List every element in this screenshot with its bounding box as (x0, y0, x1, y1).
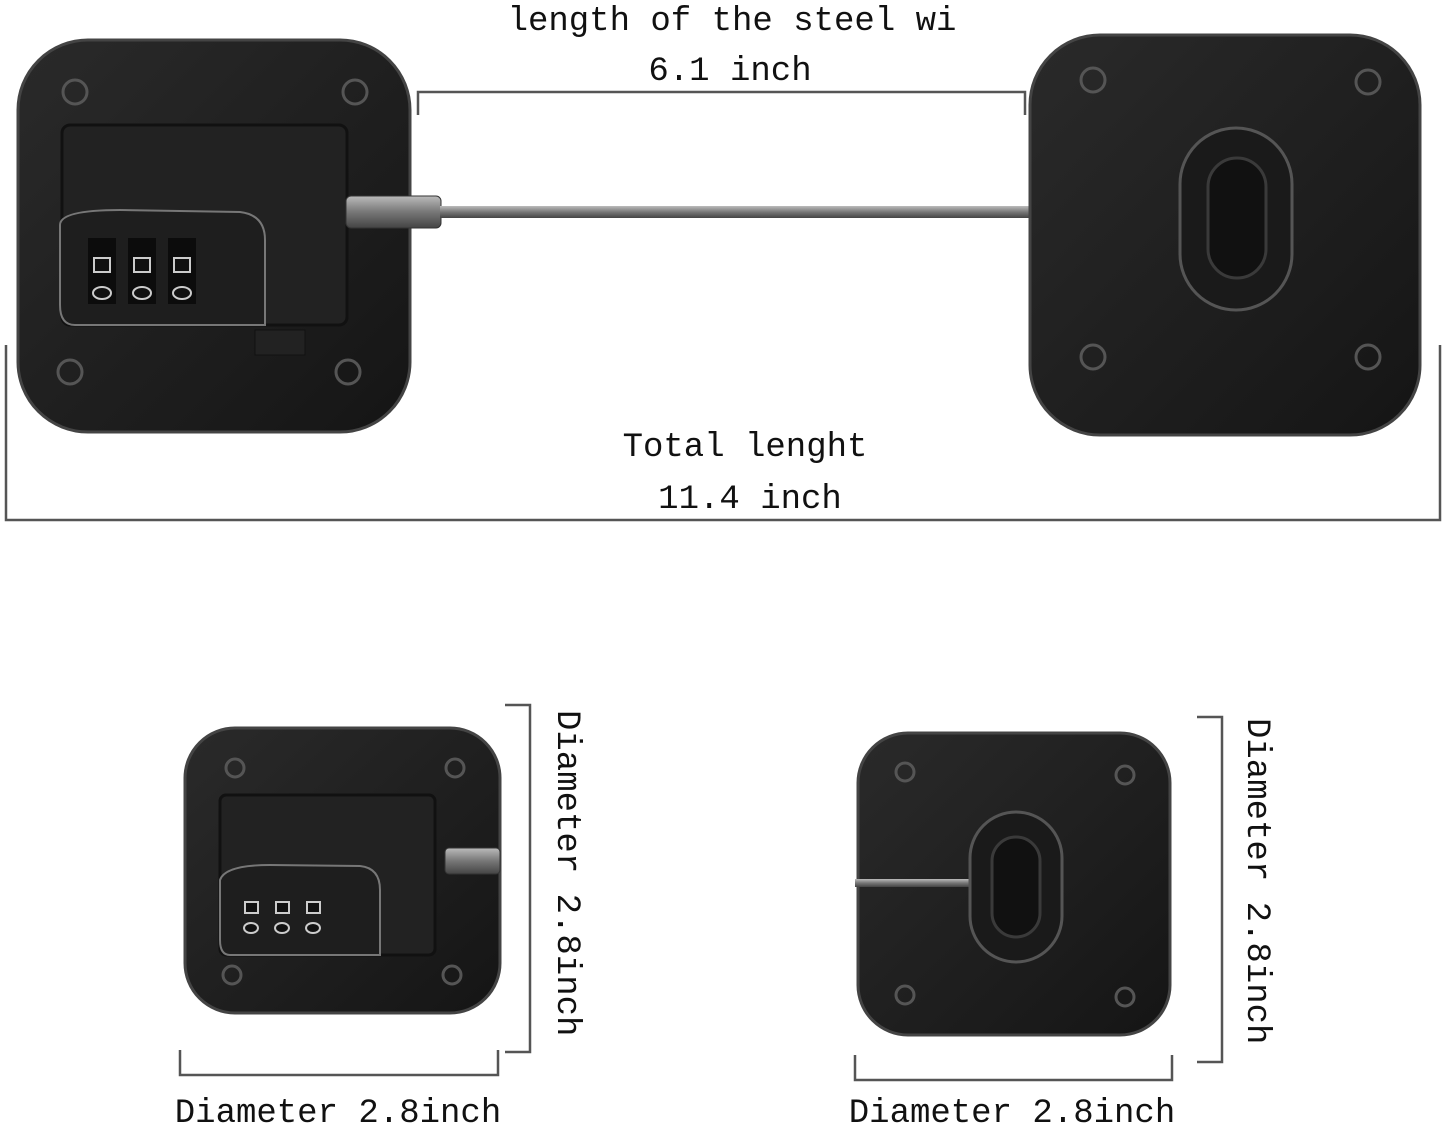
lock-unit (16, 38, 442, 434)
anchor-plate-width-label: Diameter 2.8inch (849, 1095, 1175, 1128)
anchor-plate-detail (855, 731, 1172, 1037)
total-length-bracket (4, 345, 1442, 522)
total-length-title: Total lenght (623, 429, 868, 467)
combination-dials (88, 238, 196, 304)
wire-length-bracket (416, 90, 1027, 115)
total-length-value: 11.4 inch (658, 481, 842, 519)
lock-unit-height-label: Diameter 2.8inch (547, 710, 585, 1036)
lock-unit-width-label: Diameter 2.8inch (175, 1095, 501, 1128)
anchor-plate-height-label: Diameter 2.8inch (1237, 718, 1275, 1044)
anchor-plate (1028, 33, 1422, 437)
anchor-plate-width-bracket (853, 1055, 1174, 1082)
anchor-plate-height-bracket (1197, 715, 1224, 1064)
steel-cable (440, 206, 1185, 218)
lock-unit-detail (183, 726, 502, 1015)
lock-unit-height-bracket (505, 703, 532, 1054)
wire-length-value: 6.1 inch (648, 53, 811, 91)
wire-length-title: length of the steel wi (508, 3, 957, 41)
lock-unit-width-bracket (178, 1050, 500, 1077)
